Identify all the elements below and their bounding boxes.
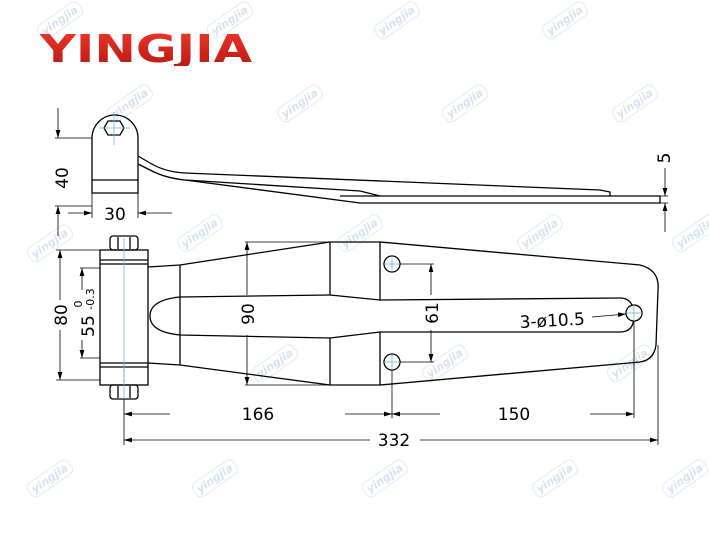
side-dimensions (55, 108, 668, 236)
brand-name: YINGJIA (40, 30, 253, 66)
dim-width-30: 30 (104, 205, 126, 225)
side-view (91, 114, 661, 204)
top-dimensions (56, 241, 659, 445)
dim-overall-length-332: 332 (378, 431, 410, 451)
hole-callout: 3-ø10.5 (519, 310, 585, 333)
dim-overall-height-80: 80 (52, 304, 72, 326)
dim-hole-spacing-61: 61 (423, 302, 443, 324)
dim-thickness-5: 5 (655, 153, 675, 164)
top-centerlines (123, 238, 642, 415)
brand-logo: YINGJIA (40, 30, 253, 66)
side-centerlines (99, 112, 130, 145)
dim-height-40: 40 (53, 167, 73, 189)
dim-holes-to-end-150: 150 (498, 405, 530, 425)
dim-pin-length-55: 55 (79, 315, 99, 337)
dim-pin-tolerance-lower: -0.3 (84, 288, 97, 309)
dim-leaf-width-90: 90 (239, 303, 259, 325)
hidden-lines (99, 362, 125, 386)
dim-pin-to-holes-166: 166 (242, 405, 274, 425)
dim-pin-tolerance-upper: 0 (72, 301, 85, 308)
